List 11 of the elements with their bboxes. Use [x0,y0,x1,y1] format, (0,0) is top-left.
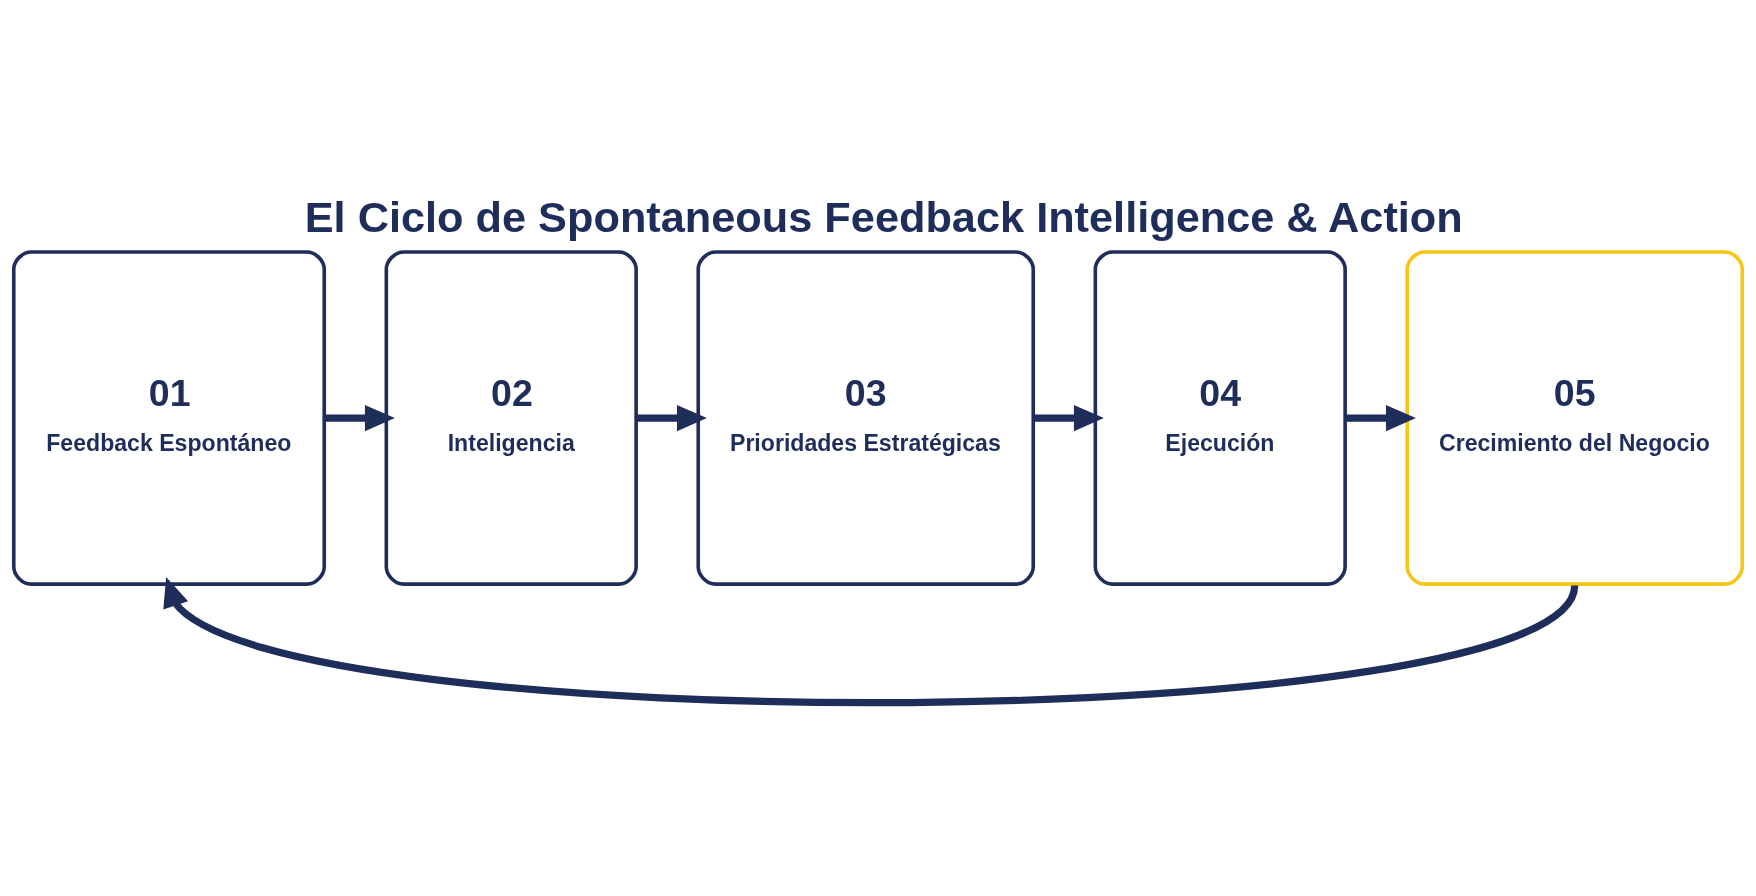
node-box: 03 Prioridades Estratégicas [696,250,1036,586]
diagram-title: El Ciclo de Spontaneous Feedback Intelligence & Action [304,192,1463,241]
arrow [636,404,707,432]
arrow [1345,404,1416,432]
node-box: 01 Feedback Espontáneo [11,250,327,586]
arrow [163,577,1578,707]
arrow [1033,404,1104,432]
node-box: 05 Crecimiento del Negocio [1405,250,1745,586]
arrow [324,404,395,432]
node-box: 02 Inteligencia [384,250,638,586]
node-box: 04 Ejecución [1093,250,1347,586]
